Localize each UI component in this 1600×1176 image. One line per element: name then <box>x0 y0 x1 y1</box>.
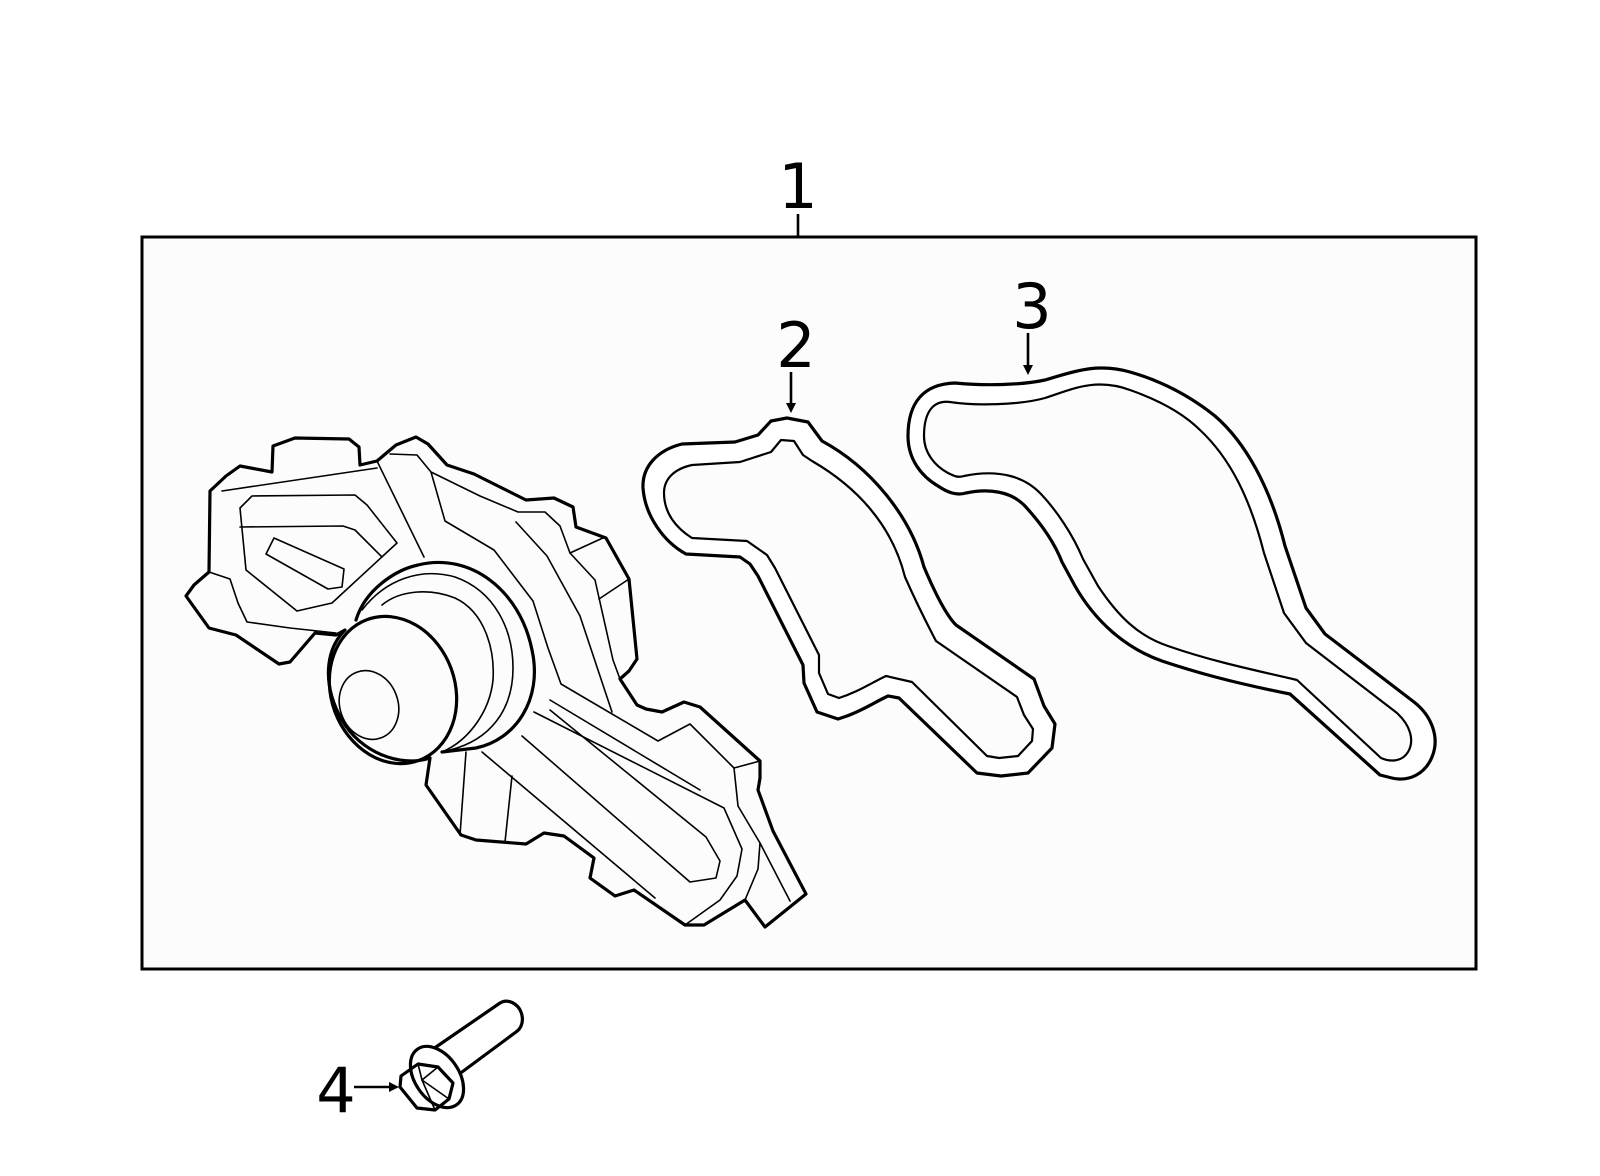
water-pump-assembly-icon <box>184 435 808 929</box>
gasket-icon <box>906 366 1437 781</box>
callout-3: 3 <box>1012 270 1051 343</box>
callout-4: 4 <box>316 1054 355 1127</box>
callout-2: 2 <box>776 309 815 382</box>
gasket-icon <box>641 416 1057 778</box>
bolt-icon <box>398 999 524 1112</box>
callout-1: 1 <box>778 150 817 223</box>
